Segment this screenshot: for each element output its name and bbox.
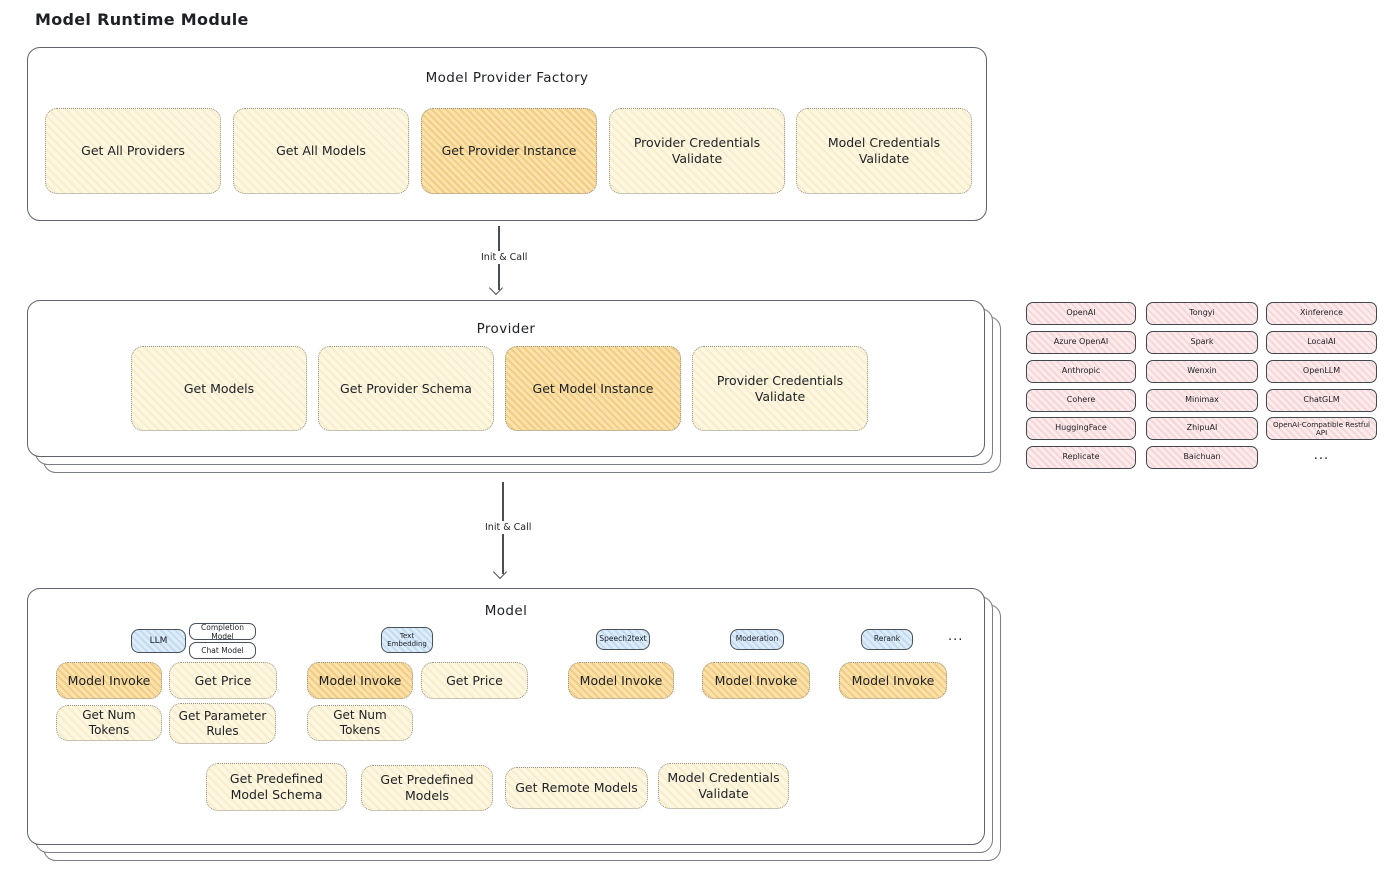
page-title: Model Runtime Module (35, 10, 249, 29)
llm-get-price: Get Price (169, 662, 277, 699)
model-panel-title: Model (484, 603, 528, 619)
llm-model-invoke: Model Invoke (56, 662, 162, 699)
rerank-model-invoke: Model Invoke (839, 662, 947, 699)
llm-get-num-tokens: Get Num Tokens (56, 705, 162, 741)
provider-chip-azure-openai: Azure OpenAI (1026, 331, 1136, 354)
provider-chip-minimax: Minimax (1146, 389, 1258, 412)
provider-chip-openllm: OpenLLM (1266, 360, 1377, 383)
speech2text-model-invoke: Model Invoke (568, 662, 674, 699)
provider-panel-title: Provider (476, 321, 536, 337)
embedding-get-price: Get Price (421, 662, 528, 699)
arrow-provider-to-model-label: Init & Call (481, 521, 536, 534)
provider-chip-huggingface: HuggingFace (1026, 417, 1136, 440)
model-credentials-validate: Model Credentials Validate (658, 763, 789, 809)
embedding-get-num-tokens: Get Num Tokens (307, 705, 413, 741)
factory-get-provider-instance: Get Provider Instance (421, 108, 597, 194)
provider-chip-cohere: Cohere (1026, 389, 1136, 412)
provider-provider-credentials-validate: Provider Credentials Validate (692, 346, 868, 431)
provider-chip-tongyi: Tongyi (1146, 302, 1258, 325)
get-remote-models: Get Remote Models (505, 767, 648, 809)
tab-moderation: Moderation (730, 629, 784, 650)
tab-completion-model: Completion Model (189, 623, 256, 641)
provider-get-model-instance: Get Model Instance (505, 346, 681, 431)
factory-provider-credentials-validate: Provider Credentials Validate (609, 108, 785, 194)
arrow-factory-to-provider-label: Init & Call (477, 251, 532, 264)
tab-text-embedding: Text Embedding (381, 627, 433, 653)
get-predefined-model-schema: Get Predefined Model Schema (206, 763, 347, 811)
factory-get-all-models: Get All Models (233, 108, 409, 194)
provider-chip-openai-compatible: OpenAI-Compatible Restful API (1266, 417, 1377, 440)
factory-panel: Model Provider Factory Get All Providers… (27, 47, 987, 221)
embedding-model-invoke: Model Invoke (307, 662, 413, 699)
provider-chip-anthropic: Anthropic (1026, 360, 1136, 383)
provider-chip-zhipuai: ZhipuAI (1146, 417, 1258, 440)
llm-get-parameter-rules: Get Parameter Rules (169, 703, 276, 744)
provider-get-models: Get Models (131, 346, 307, 431)
tab-rerank: Rerank (861, 629, 913, 650)
provider-chip-baichuan: Baichuan (1146, 446, 1258, 469)
tab-chat-model: Chat Model (189, 642, 256, 659)
factory-model-credentials-validate: Model Credentials Validate (796, 108, 972, 194)
get-predefined-models: Get Predefined Models (361, 765, 493, 811)
provider-chip-xinference: Xinference (1266, 302, 1377, 325)
provider-chip-chatglm: ChatGLM (1266, 389, 1377, 412)
provider-chip-localai: LocalAI (1266, 331, 1377, 354)
provider-list-more: ... (1313, 448, 1330, 463)
provider-chip-wenxin: Wenxin (1146, 360, 1258, 383)
provider-chip-spark: Spark (1146, 331, 1258, 354)
provider-chip-openai: OpenAI (1026, 302, 1136, 325)
factory-get-all-providers: Get All Providers (45, 108, 221, 194)
arrow-provider-to-model-head (492, 564, 508, 580)
model-tabs-more: ... (948, 629, 964, 644)
provider-panel: Provider Get Models Get Provider Schema … (27, 300, 985, 457)
tab-llm: LLM (131, 629, 186, 653)
arrow-factory-to-provider-head (488, 280, 504, 296)
factory-panel-title: Model Provider Factory (425, 70, 589, 86)
model-panel: Model LLM Completion Model Chat Model Te… (27, 588, 985, 845)
tab-speech2text: Speech2text (596, 629, 650, 650)
provider-chip-replicate: Replicate (1026, 446, 1136, 469)
moderation-model-invoke: Model Invoke (702, 662, 810, 699)
provider-get-provider-schema: Get Provider Schema (318, 346, 494, 431)
